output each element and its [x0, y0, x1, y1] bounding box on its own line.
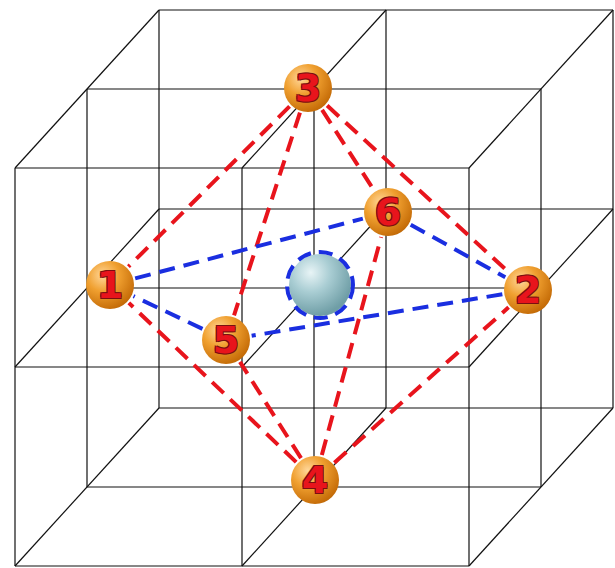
- atom-sphere: 6: [364, 188, 412, 236]
- octahedron-edge: [240, 362, 301, 458]
- atom-sphere: 5: [202, 316, 250, 364]
- octahedron-edge: [334, 307, 508, 462]
- square-edge: [135, 219, 363, 279]
- atom-sphere: 2: [504, 266, 552, 314]
- square-edge: [411, 225, 506, 278]
- callout-number: 3: [295, 69, 321, 107]
- atom-sphere: 1: [86, 261, 134, 309]
- octahedron-edge: [322, 237, 381, 455]
- octahedron-edge: [234, 113, 300, 316]
- lattice-line: [469, 209, 613, 367]
- square-edge: [133, 296, 202, 329]
- callout-number: 5: [213, 321, 239, 359]
- callout-number: 6: [375, 193, 401, 231]
- lattice-line: [159, 9, 613, 10]
- atom-sphere: 4: [291, 456, 339, 504]
- lattice-line: [612, 10, 613, 408]
- octahedron-edge: [327, 106, 509, 273]
- octahedron-edge: [322, 110, 374, 190]
- callout-number: 1: [97, 266, 123, 304]
- atom-sphere: 3: [284, 64, 332, 112]
- lattice-line: [469, 10, 613, 168]
- octahedron-edge: [129, 303, 296, 462]
- callout-number: 2: [515, 271, 541, 309]
- callout-number: 4: [302, 461, 328, 499]
- lattice-line: [15, 167, 469, 168]
